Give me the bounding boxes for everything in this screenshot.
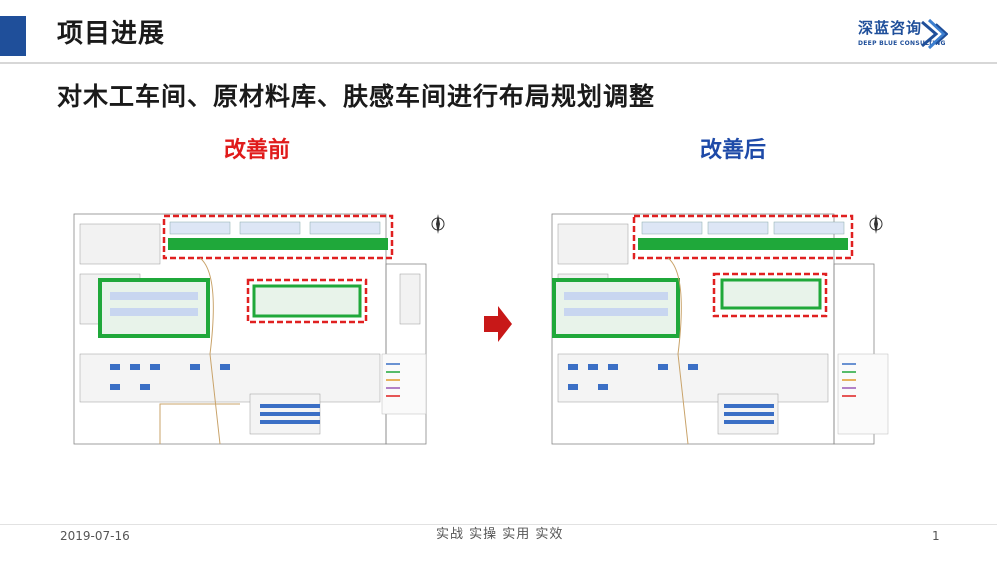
logo-name-en: DEEP BLUE CONSULTING bbox=[858, 40, 946, 47]
header-accent-block bbox=[0, 16, 26, 56]
before-label: 改善前 bbox=[224, 138, 291, 163]
floor-plan-after-drawing bbox=[551, 213, 889, 445]
footer-divider bbox=[0, 524, 997, 525]
page-number: 1 bbox=[932, 529, 940, 543]
after-label: 改善后 bbox=[700, 138, 767, 163]
footer-tagline: 实战 实操 实用 实效 bbox=[436, 527, 564, 542]
deep-blue-logo-mark-icon bbox=[921, 18, 948, 50]
page-title: 项目进展 bbox=[57, 19, 166, 49]
right-arrow-icon bbox=[484, 306, 512, 342]
company-logo: 深蓝咨询 DEEP BLUE CONSULTING bbox=[858, 14, 948, 62]
header-divider bbox=[0, 62, 997, 64]
logo-name-cn: 深蓝咨询 bbox=[858, 19, 923, 37]
slide-subtitle: 对木工车间、原材料库、肤感车间进行布局规划调整 bbox=[57, 82, 656, 111]
floor-plan-after bbox=[548, 204, 908, 466]
floor-plan-before-drawing bbox=[73, 213, 445, 445]
footer-date: 2019-07-16 bbox=[60, 529, 130, 543]
floor-plan-before bbox=[70, 204, 470, 466]
